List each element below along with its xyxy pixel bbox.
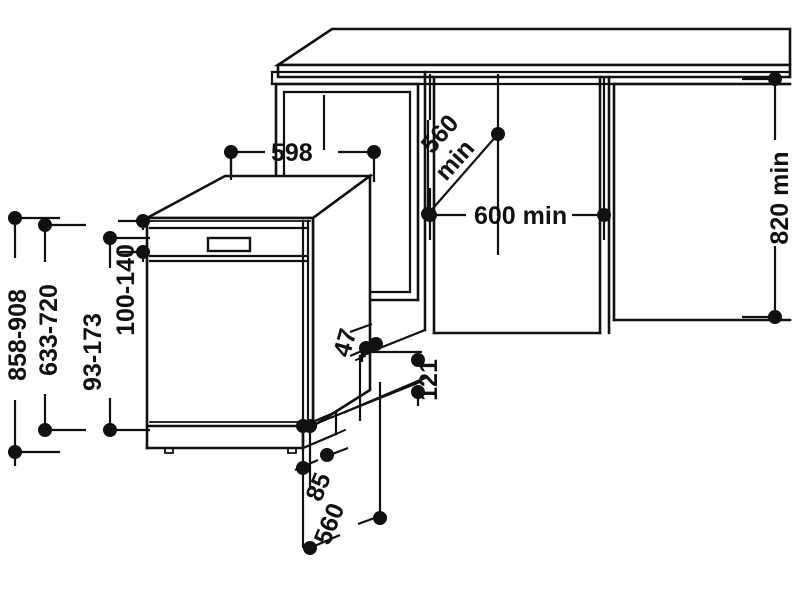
dimension-label-820-min: 820 min	[766, 151, 794, 244]
dimension-label-633-720: 633-720	[35, 284, 63, 376]
right-cabinet-carcass	[612, 82, 792, 322]
dimension-label-93-173: 93-173	[79, 313, 107, 391]
dimension-label-598: 598	[271, 139, 313, 167]
dimension-560-min	[426, 120, 500, 216]
dimension-endpoint-dots	[8, 72, 782, 555]
floor-depth-lines	[308, 328, 427, 428]
dimension-label-600-min: 600 min	[474, 202, 567, 230]
dimension-label-100-140: 100-140	[112, 244, 140, 336]
witness-lines	[13, 74, 606, 548]
installation-niche	[423, 70, 611, 335]
dishwasher-handle[interactable]	[206, 236, 252, 253]
dishwasher-control-panel[interactable]	[148, 226, 310, 263]
dimension-label-858-908: 858-908	[4, 289, 32, 381]
built-in-dishwasher	[145, 173, 374, 429]
dimension-label-121: 121	[415, 359, 443, 401]
kitchen-worktop	[270, 27, 792, 86]
